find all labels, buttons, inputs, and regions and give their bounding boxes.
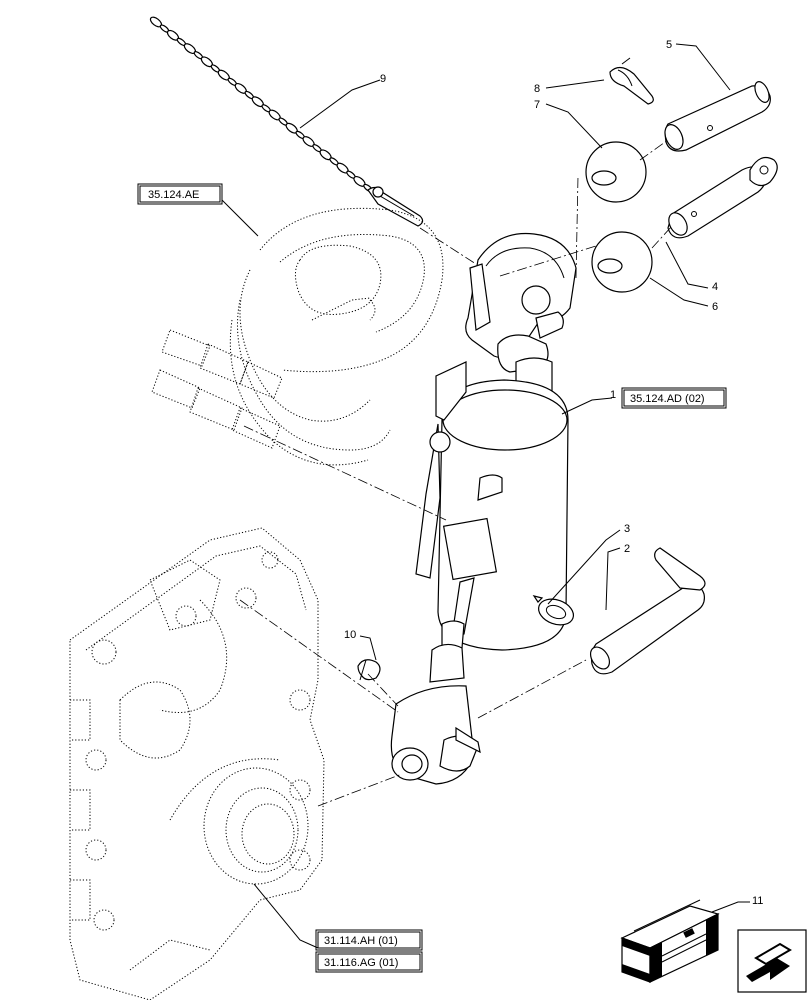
housing-reference bbox=[69, 527, 325, 1000]
callout-4: 4 bbox=[712, 281, 718, 293]
navigation-arrow-icon[interactable] bbox=[737, 929, 807, 993]
callout-10: 10 bbox=[344, 629, 356, 641]
hose-assembly-reference bbox=[151, 207, 444, 466]
reference-box-31-116-ag[interactable]: 31.116.AG (01) bbox=[315, 951, 423, 973]
callout-6: 6 bbox=[712, 301, 718, 313]
assembly-centerlines bbox=[239, 139, 673, 807]
reference-label-31-116-ag[interactable]: 31.116.AG (01) bbox=[324, 957, 398, 969]
callout-9: 9 bbox=[380, 73, 386, 85]
spring-clip-part-3 bbox=[532, 595, 575, 626]
rod-end-part bbox=[390, 643, 481, 785]
pin-part-5 bbox=[664, 81, 771, 152]
clip-part-10 bbox=[357, 659, 381, 681]
callout-1: 1 bbox=[610, 389, 616, 401]
ball-part-6 bbox=[591, 231, 653, 293]
callout-7: 7 bbox=[534, 99, 540, 111]
reference-label-31-114-ah[interactable]: 31.114.AH (01) bbox=[324, 935, 398, 947]
callout-8: 8 bbox=[534, 83, 540, 95]
callout-labels: 1 2 3 4 5 6 7 8 9 10 11 bbox=[344, 39, 763, 907]
pin-part-4 bbox=[667, 157, 778, 239]
kit-box-icon bbox=[620, 899, 720, 983]
callout-5: 5 bbox=[666, 39, 672, 51]
hook-end-part bbox=[465, 232, 577, 373]
callout-2: 2 bbox=[624, 543, 630, 555]
reference-box-35-124-ae[interactable]: 35.124.AE bbox=[137, 183, 223, 205]
ball-part-7 bbox=[585, 141, 647, 203]
reference-label-35-124-ad[interactable]: 35.124.AD (02) bbox=[630, 393, 705, 405]
chain-part bbox=[149, 16, 424, 227]
linch-pin-part-8 bbox=[609, 57, 654, 105]
l-pin-part-2 bbox=[589, 547, 706, 675]
reference-label-35-124-ae[interactable]: 35.124.AE bbox=[148, 189, 199, 201]
callout-leaders bbox=[221, 43, 750, 949]
hydraulic-cylinder-part-1 bbox=[415, 357, 569, 653]
callout-11: 11 bbox=[752, 895, 763, 907]
callout-3: 3 bbox=[624, 523, 630, 535]
reference-box-31-114-ah[interactable]: 31.114.AH (01) bbox=[315, 929, 423, 951]
reference-box-35-124-ad[interactable]: 35.124.AD (02) bbox=[621, 387, 727, 409]
